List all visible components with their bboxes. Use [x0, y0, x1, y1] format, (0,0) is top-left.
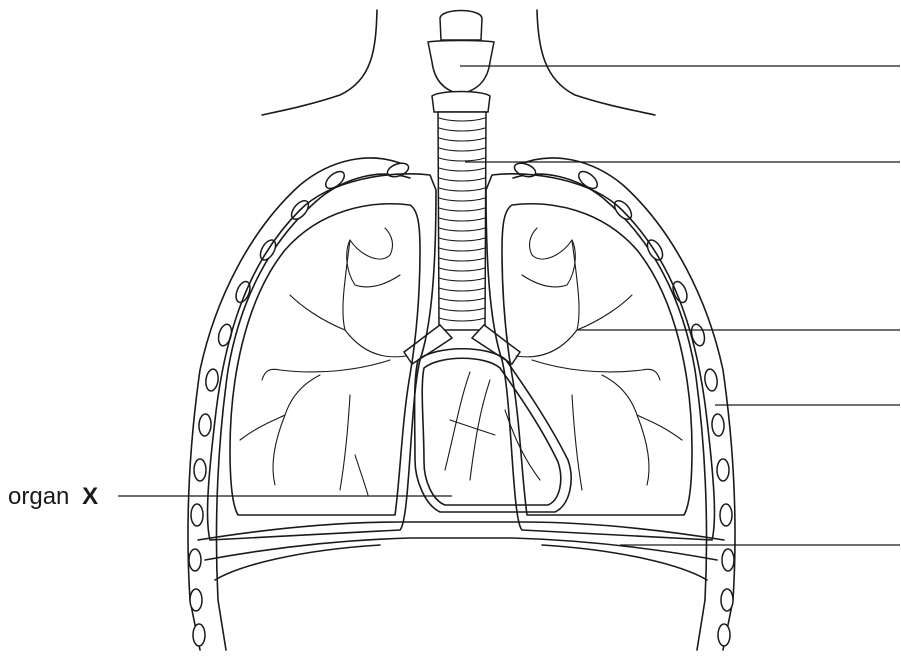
bronchial-tree-right	[516, 228, 682, 490]
organ-x-letter: X	[82, 483, 98, 510]
rib-cartilage	[198, 414, 211, 437]
larynx	[428, 11, 494, 113]
organ-x-word: organ	[8, 483, 69, 510]
trachea	[438, 112, 486, 330]
bronchial-tree-left	[240, 228, 406, 495]
rib-cartilage	[717, 459, 729, 481]
organ-x-label: organ X	[8, 483, 98, 510]
rib-cartilage	[704, 368, 719, 391]
diaphragm	[198, 522, 724, 580]
rib-cartilage	[190, 589, 202, 611]
rib-cartilage	[193, 624, 205, 646]
heart	[415, 349, 572, 512]
rib-cartilage	[191, 504, 203, 526]
rib-cartilage	[722, 549, 734, 571]
leader-lines	[118, 66, 900, 545]
rib-cartilage	[720, 504, 732, 526]
rib-cartilage	[189, 549, 201, 571]
rib-cartilage	[718, 624, 730, 646]
rib-cartilage	[711, 414, 724, 437]
rib-cartilage	[194, 459, 206, 481]
rib-cartilage	[721, 589, 733, 611]
rib-cartilage	[205, 368, 220, 391]
